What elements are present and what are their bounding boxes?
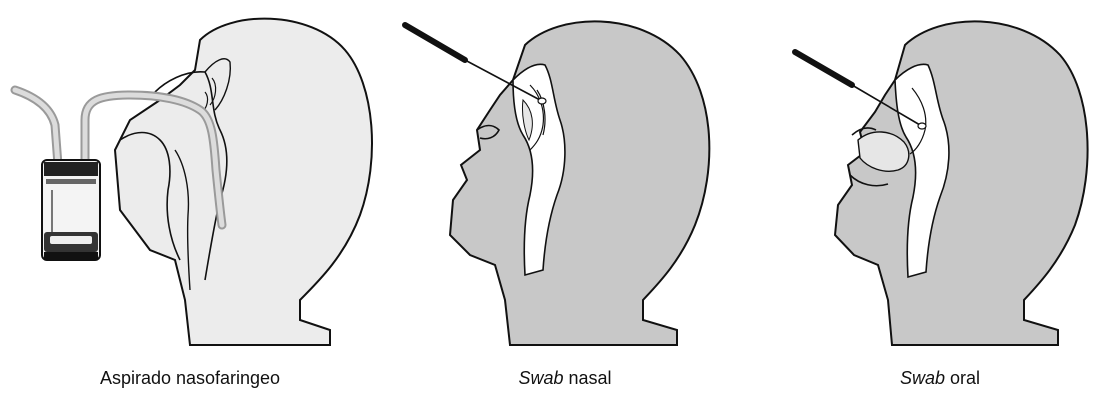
swab-handle: [795, 52, 852, 85]
aspirate-caption: Aspirado nasofaringeo: [100, 368, 280, 389]
nasal-swab-caption-rest: nasal: [563, 368, 611, 388]
head-profile: [835, 21, 1088, 345]
nasal-swab-panel: Swab nasal: [395, 0, 725, 400]
oral-swab-caption-italic: Swab: [900, 368, 945, 388]
oral-swab-illustration: [780, 0, 1099, 400]
head-profile: [115, 19, 372, 345]
swab-handle: [405, 25, 465, 60]
oral-swab-panel: Swab oral: [780, 0, 1099, 400]
nasal-swab-caption-italic: Swab: [518, 368, 563, 388]
swab-tip: [538, 98, 546, 104]
nasopharyngeal-aspirate-illustration: [0, 0, 380, 400]
oral-swab-caption-rest: oral: [945, 368, 980, 388]
oral-swab-caption: Swab oral: [900, 368, 980, 389]
nasal-swab-caption: Swab nasal: [518, 368, 611, 389]
collection-trap-vial: [42, 160, 100, 260]
swab-tip: [918, 123, 926, 129]
head-profile: [450, 21, 709, 345]
nasal-swab-illustration: [395, 0, 725, 400]
aspirate-caption-text: Aspirado nasofaringeo: [100, 368, 280, 388]
nasopharyngeal-aspirate-panel: Aspirado nasofaringeo: [0, 0, 380, 400]
